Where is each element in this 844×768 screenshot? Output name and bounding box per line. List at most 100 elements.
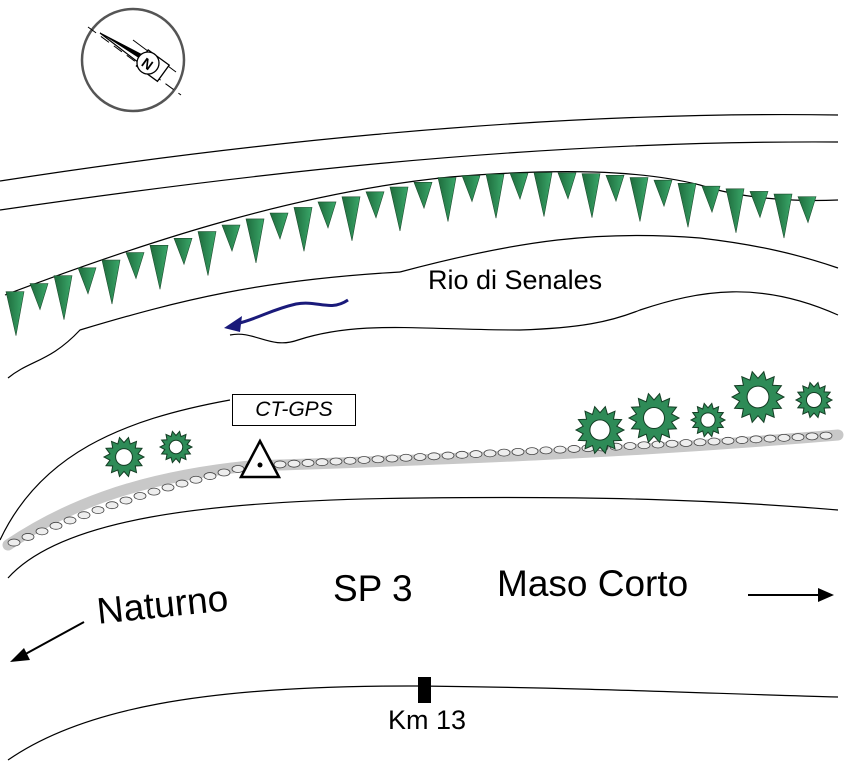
vegetation-spike: [773, 193, 793, 239]
vegetation-spike: [533, 172, 553, 217]
wall-stone: [217, 468, 231, 477]
wall-stone: [763, 434, 777, 443]
wall-stone: [371, 455, 385, 464]
wall-stone: [49, 521, 63, 530]
vegetation-spike: [725, 188, 745, 233]
wall-stone: [133, 492, 147, 500]
wall-stone: [35, 527, 49, 536]
shrub-icon: [794, 381, 834, 419]
vegetation-spike: [653, 179, 673, 208]
wall-stone: [679, 439, 693, 447]
wall-stone: [343, 456, 357, 465]
wall-stone: [189, 475, 203, 484]
vegetation-spike: [701, 185, 721, 214]
wall-stone: [7, 538, 21, 547]
shrub-icon: [689, 402, 727, 438]
vegetation-spike: [293, 207, 313, 252]
wall-stone: [735, 436, 749, 444]
wall-stone: [455, 450, 469, 459]
wall-stone: [161, 483, 175, 492]
compass-icon: N: [80, 7, 186, 113]
wall-stone: [21, 533, 35, 541]
vegetation-spike: [125, 252, 145, 280]
wall-stone: [203, 472, 217, 480]
shrub-icon: [627, 392, 681, 444]
milestone-label: Km 13: [388, 705, 467, 735]
wall-stone: [329, 457, 343, 466]
vegetation-spike: [221, 224, 241, 252]
wall-stone: [525, 447, 539, 456]
wall-stone: [651, 440, 665, 449]
vegetation-spike: [101, 259, 121, 305]
wall-stone: [287, 459, 301, 468]
wall-stone: [119, 496, 133, 505]
wall-stone: [273, 460, 287, 469]
wall-stone: [483, 449, 497, 458]
wall-stone: [147, 487, 161, 496]
flow-direction-arrow-icon: [224, 298, 349, 332]
vegetation-spike: [437, 177, 457, 222]
vegetation-spike: [677, 182, 697, 228]
wall-stone: [511, 447, 525, 456]
wall-stone: [665, 439, 679, 448]
vegetation-spike: [413, 181, 433, 210]
shrub-icon: [158, 430, 194, 464]
wall-stone: [777, 433, 791, 442]
wall-stone: [427, 452, 441, 461]
direction-arrow-right-icon: [748, 588, 834, 602]
wall-stone: [301, 459, 315, 467]
wall-stone: [413, 453, 427, 461]
vegetation-spike: [485, 173, 505, 219]
shrub-icon: [574, 405, 626, 455]
vegetation-spike: [245, 218, 265, 263]
station-label: CT-GPS: [255, 398, 333, 421]
vegetation-spike: [557, 172, 577, 200]
river-label: Rio di Senales: [428, 265, 603, 295]
wall-stone: [539, 446, 553, 455]
wall-stone: [707, 437, 721, 446]
vegetation-spike: [461, 175, 481, 203]
wall-stone: [791, 433, 805, 442]
contour-lines: [0, 113, 839, 541]
vegetation-spike: [5, 291, 25, 336]
wall-stone: [315, 458, 329, 467]
vegetation-spike: [197, 231, 217, 276]
vegetation-spike: [797, 196, 817, 224]
vegetation-spike: [605, 174, 625, 203]
wall-stone: [77, 511, 91, 520]
gps-station-triangle-icon: [238, 438, 282, 479]
vegetation-spike: [53, 275, 73, 320]
road-label: SP 3: [333, 568, 413, 609]
wall-stone: [749, 435, 763, 444]
shrubs: [102, 370, 834, 478]
wall-stone: [623, 442, 637, 450]
wall-stone: [231, 465, 245, 473]
wall-stone: [721, 436, 735, 445]
wall-stone: [805, 432, 819, 441]
wall-stone: [637, 441, 651, 450]
vegetation-spike: [749, 191, 769, 219]
wall-stone: [693, 438, 707, 447]
station-label-box: CT-GPS: [232, 394, 356, 426]
vegetation-spike: [365, 191, 385, 219]
vegetation-spike: [581, 173, 601, 218]
vegetation-spike: [29, 283, 49, 311]
vegetation-spike: [149, 245, 169, 290]
vegetation-spike: [173, 237, 193, 266]
vegetation-spike: [317, 201, 337, 229]
wall-stone: [553, 445, 567, 454]
wall-stone: [175, 479, 189, 488]
shrub-icon: [730, 370, 786, 424]
vegetation-spike: [77, 267, 97, 295]
wall-stone: [497, 448, 511, 457]
direction-label-maso-corto: Maso Corto: [497, 563, 689, 604]
wall-stone: [357, 456, 371, 464]
riverbank-vegetation: [4, 171, 839, 336]
wall-stone: [399, 453, 413, 462]
wall-stone: [469, 450, 483, 458]
vegetation-spike: [509, 172, 529, 201]
wall-stone: [567, 445, 581, 453]
shrub-icon: [102, 436, 146, 478]
direction-arrow-left-icon: [10, 621, 85, 662]
